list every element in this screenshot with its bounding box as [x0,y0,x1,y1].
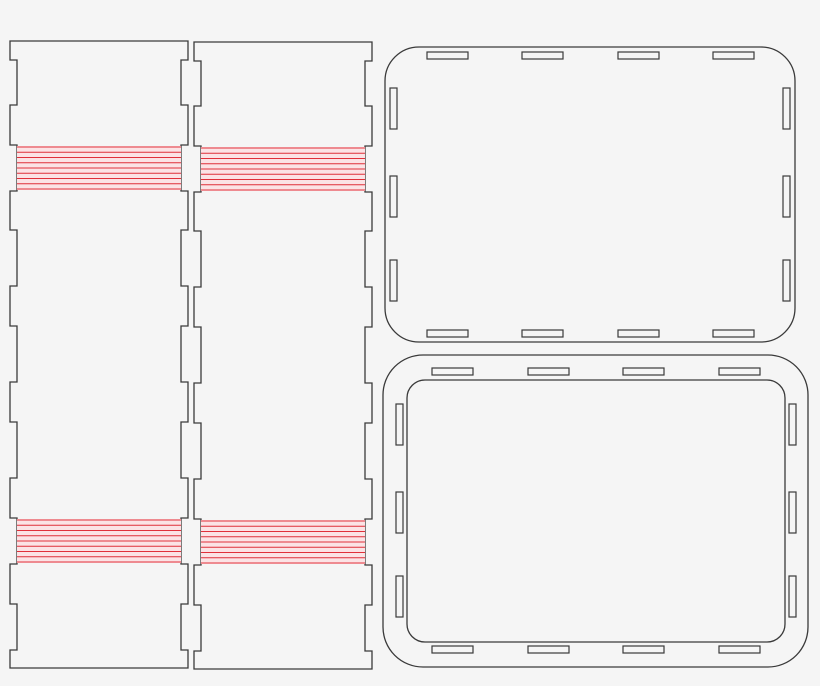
frame-panel-inner [406,379,786,643]
panel-slot [617,329,660,338]
panel-slot [521,51,564,60]
frame-slot [527,645,570,654]
panel-slot [426,329,469,338]
frame-slot [788,575,797,618]
panel-slot [782,87,791,130]
frame-slot [622,367,665,376]
panel-slot [782,259,791,302]
side-strip-left [9,40,189,669]
panel-slot [389,87,398,130]
frame-slot [395,575,404,618]
frame-slot [395,491,404,534]
side-strip-right [193,41,373,670]
panel-slot [426,51,469,60]
frame-slot [718,645,761,654]
frame-slot [788,403,797,446]
frame-panel-outer [382,354,809,668]
frame-slot [788,491,797,534]
frame-slot [431,367,474,376]
frame-slot [527,367,570,376]
panel-slot [389,259,398,302]
top-panel [384,46,796,343]
panel-slot [712,329,755,338]
frame-slot [431,645,474,654]
panel-slot [712,51,755,60]
panel-slot [782,175,791,218]
panel-slot [521,329,564,338]
panel-slot [389,175,398,218]
frame-slot [395,403,404,446]
panel-slot [617,51,660,60]
frame-slot [718,367,761,376]
frame-slot [622,645,665,654]
